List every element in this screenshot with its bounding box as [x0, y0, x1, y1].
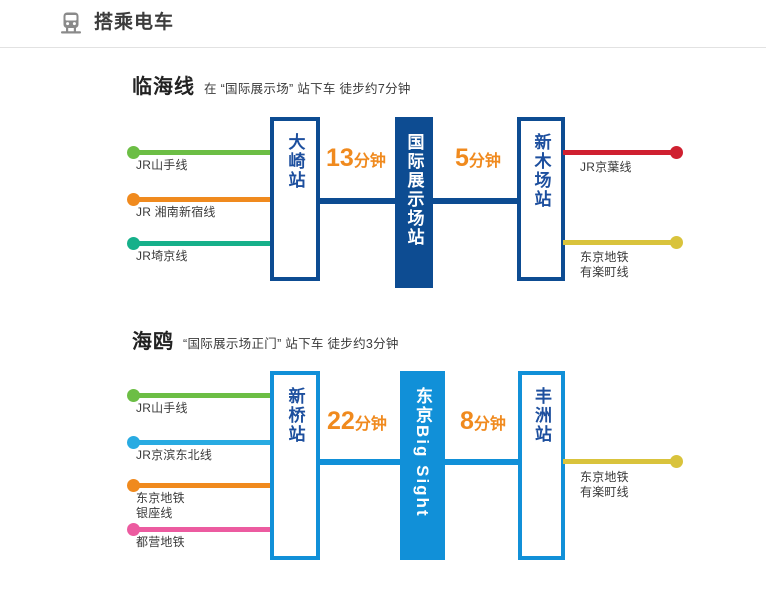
feeder-line-jr-keiyo	[563, 150, 675, 155]
feeder-label-jr-keihin-tohoku: JR京滨东北线	[136, 448, 213, 462]
feeder-dot-jr-keihin-tohoku	[127, 436, 140, 449]
feeder-label-jr-keiyo: JR京葉线	[580, 160, 632, 174]
feeder-line-jr-yamanote-2	[133, 393, 273, 398]
feeder-label-tokyo-metro-yurakucho-1: 东京地铁 有楽町线	[580, 250, 629, 279]
feeder-label-jr-shonan-shinjuku: JR 湘南新宿线	[136, 205, 216, 219]
header-inner: 搭乘电车	[58, 10, 174, 36]
section-title-rinkai: 临海线 在 “国际展示场” 站下车 徒步约7分钟	[132, 70, 411, 99]
station-box-toyosu[interactable]: 丰洲站	[518, 371, 565, 560]
connector-osaki-to-kokusai	[314, 198, 400, 204]
section-title-yurikamome: 海鸥 “国际展示场正门” 站下车 徒步约3分钟	[132, 325, 399, 354]
train-icon	[58, 10, 84, 36]
feeder-dot-jr-yamanote	[127, 146, 140, 159]
travel-time-value: 13	[326, 144, 354, 172]
section-name: 临海线	[132, 76, 195, 98]
station-label-osaki: 大崎站	[285, 133, 305, 190]
page-title: 搭乘电车	[94, 12, 175, 33]
feeder-label-tokyo-metro-ginza: 东京地铁 银座线	[136, 491, 185, 520]
station-label-shinkiba: 新木场站	[531, 133, 551, 209]
station-label-toyosu: 丰洲站	[532, 387, 551, 444]
feeder-dot-tokyo-metro-yurakucho-2	[670, 455, 683, 468]
travel-time-shimbashi-bigsight: 22分钟	[327, 409, 387, 434]
station-box-shinkiba[interactable]: 新木场站	[517, 117, 565, 281]
connector-shimbashi-to-bigsight	[314, 459, 404, 465]
feeder-dot-toei-subway	[127, 523, 140, 536]
feeder-label-jr-yamanote: JR山手线	[136, 158, 188, 172]
page-header: 搭乘电车	[0, 0, 766, 48]
travel-time-unit: 分钟	[353, 153, 386, 170]
station-box-shimbashi[interactable]: 新桥站	[270, 371, 320, 560]
feeder-line-tokyo-metro-yurakucho-2	[563, 459, 675, 464]
section-name: 海鸥	[132, 331, 174, 353]
feeder-label-jr-yamanote-2: JR山手线	[136, 401, 188, 415]
travel-time-value: 22	[327, 407, 355, 435]
station-label-tokyo-big-sight: 东京Big Sight	[413, 387, 432, 518]
feeder-dot-jr-shonan-shinjuku	[127, 193, 140, 206]
station-label-kokusai-tenjijo: 国际展示场站	[404, 133, 424, 247]
travel-time-unit: 分钟	[468, 153, 501, 170]
feeder-dot-jr-keiyo	[670, 146, 683, 159]
station-box-tokyo-big-sight[interactable]: 东京Big Sight	[400, 371, 445, 560]
feeder-dot-jr-yamanote-2	[127, 389, 140, 402]
connector-bigsight-to-toyosu	[443, 459, 523, 465]
travel-time-unit: 分钟	[473, 416, 506, 433]
feeder-line-jr-shonan-shinjuku	[133, 197, 273, 202]
feeder-dot-tokyo-metro-ginza	[127, 479, 140, 492]
station-label-shimbashi: 新桥站	[285, 387, 305, 444]
feeder-dot-jr-saikyo	[127, 237, 140, 250]
feeder-line-tokyo-metro-ginza	[133, 483, 273, 488]
section-subtitle: 在 “国际展示场” 站下车 徒步约7分钟	[204, 82, 411, 96]
feeder-line-jr-keihin-tohoku	[133, 440, 273, 445]
feeder-label-jr-saikyo: JR埼京线	[136, 249, 188, 263]
travel-time-kokusai-shinkiba: 5分钟	[455, 146, 501, 171]
station-box-osaki[interactable]: 大崎站	[270, 117, 320, 281]
travel-time-osaki-kokusai: 13分钟	[326, 146, 386, 171]
section-subtitle: “国际展示场正门” 站下车 徒步约3分钟	[183, 337, 399, 351]
travel-time-bigsight-toyosu: 8分钟	[460, 409, 506, 434]
feeder-line-jr-yamanote	[133, 150, 273, 155]
feeder-label-toei-subway: 都营地铁	[136, 535, 185, 549]
station-box-kokusai-tenjijo[interactable]: 国际展示场站	[395, 117, 433, 288]
feeder-line-jr-saikyo	[133, 241, 273, 246]
travel-time-unit: 分钟	[354, 416, 387, 433]
connector-kokusai-to-shinkiba	[428, 198, 523, 204]
travel-time-value: 8	[460, 407, 474, 435]
feeder-line-tokyo-metro-yurakucho-1	[563, 240, 675, 245]
feeder-line-toei-subway	[133, 527, 273, 532]
feeder-dot-tokyo-metro-yurakucho-1	[670, 236, 683, 249]
travel-time-value: 5	[455, 144, 469, 172]
feeder-label-tokyo-metro-yurakucho-2: 东京地铁 有楽町线	[580, 470, 629, 499]
